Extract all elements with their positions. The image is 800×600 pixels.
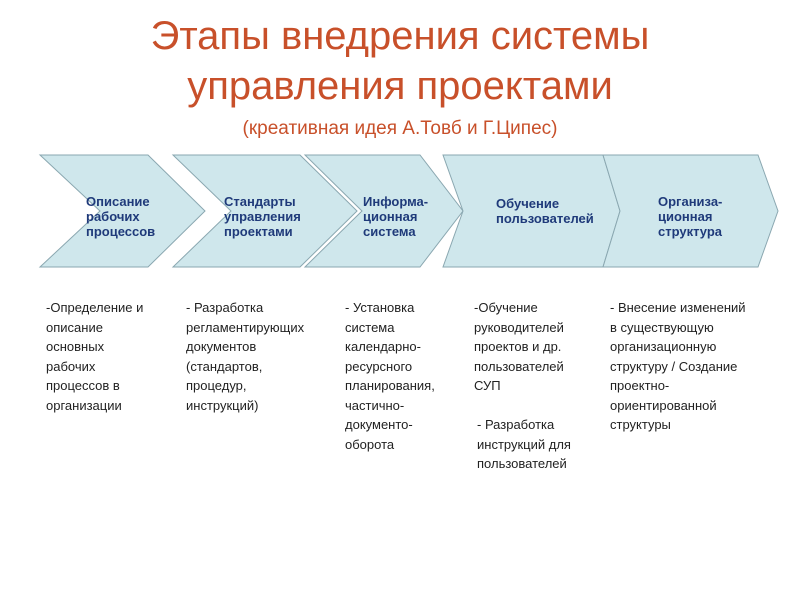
step-3-chevron: [303, 154, 464, 268]
step-3-description: - Установка система календарно- ресурсно…: [345, 300, 435, 452]
step-2-description: - Разработка регламентирующих документов…: [186, 300, 305, 413]
page-title-line-2: управления проектами: [187, 64, 613, 108]
page-title-line-1: Этапы внедрения системы: [150, 14, 650, 58]
step-5-chevron: [602, 154, 779, 268]
step-1-description: -Определение и описание основных рабочих…: [46, 300, 144, 413]
step-5-description: - Внесение изменений в существующую орга…: [610, 300, 746, 432]
step-1-chevron: [38, 154, 206, 268]
step-2-chevron: [171, 154, 358, 268]
step-4-description-extra: - Разработка инструкций для пользователе…: [477, 417, 571, 471]
page-subtitle: (креативная идея А.Товб и Г.Ципес): [242, 118, 558, 139]
step-4-description: -Обучение руководителей проектов и др. п…: [474, 300, 564, 393]
